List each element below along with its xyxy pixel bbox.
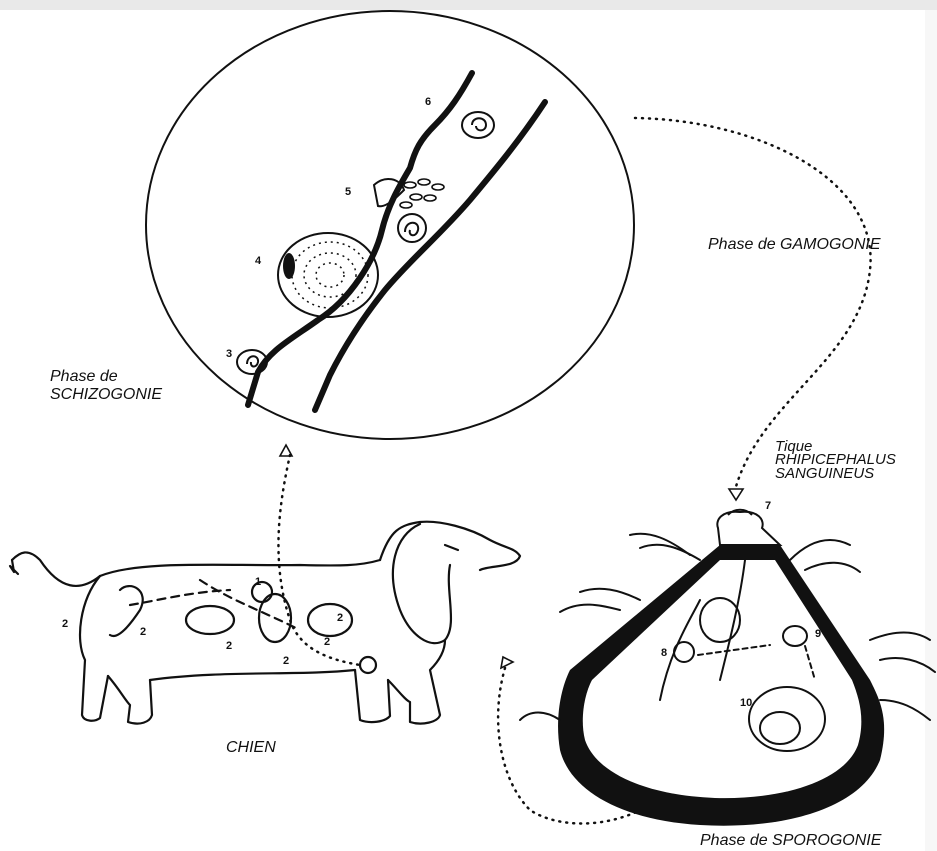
dog-outline [10, 522, 520, 724]
gamogonie-label: Phase de GAMOGONIE [708, 237, 881, 253]
schizogonie-label-line2: SCHIZOGONIE [50, 387, 162, 403]
stage-number-9: 9 [815, 628, 821, 640]
dog-label: CHIEN [226, 740, 276, 756]
sporogonie-label: Phase de SPOROGONIE [700, 833, 881, 849]
stage-number-2-a: 2 [62, 618, 68, 630]
schizogonie-label-line1: Phase de [50, 369, 118, 385]
stage-number-5: 5 [345, 186, 351, 198]
stage-number-10: 10 [740, 697, 752, 709]
tick-drawing [520, 510, 935, 826]
magnified-vessel-circle [146, 11, 634, 439]
stage-number-7: 7 [765, 500, 771, 512]
stage-number-3: 3 [226, 348, 232, 360]
stage-number-2-b: 2 [140, 626, 146, 638]
tick-label-line3: SANGUINEUS [775, 467, 874, 481]
stage-number-6: 6 [425, 96, 431, 108]
stage-number-1: 1 [255, 576, 261, 588]
stage-number-2-c: 2 [226, 640, 232, 652]
stage-number-2-e: 2 [337, 612, 343, 624]
stage-number-2-f: 2 [324, 636, 330, 648]
stage-number-4: 4 [255, 255, 261, 267]
stage-number-2-d: 2 [283, 655, 289, 667]
stage-number-8: 8 [661, 647, 667, 659]
